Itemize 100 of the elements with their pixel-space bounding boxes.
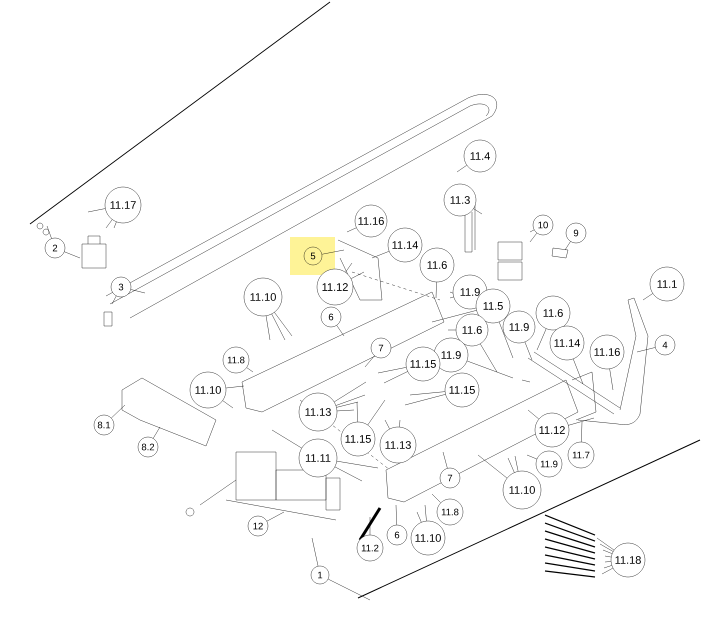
- leader-line: [312, 538, 318, 566]
- leader-line: [356, 402, 358, 422]
- leader-line: [114, 222, 117, 228]
- callout-number: 11.13: [380, 426, 416, 464]
- leader-line: [272, 430, 302, 448]
- leader-line: [604, 556, 612, 558]
- leader-line: [600, 544, 614, 552]
- callout-number: 11.15: [406, 346, 440, 382]
- leader-line: [364, 356, 375, 368]
- leader-line: [336, 402, 358, 408]
- callout-number: 11.11: [298, 438, 338, 478]
- leader-line: [604, 565, 612, 568]
- leader-line: [322, 250, 344, 254]
- callout-number: 12: [248, 516, 268, 536]
- leader-line: [526, 454, 537, 460]
- leader-line: [368, 400, 386, 426]
- leader-line: [64, 252, 80, 258]
- callout-number: 11.14: [550, 326, 584, 360]
- callout-number: 11.16: [354, 204, 388, 238]
- callout-number: 3: [110, 276, 132, 298]
- leader-line: [266, 512, 284, 522]
- callout-number: 11.10: [190, 372, 226, 408]
- leader-line: [336, 460, 378, 468]
- callout-number: 11.10: [410, 520, 446, 556]
- leader-line: [416, 512, 422, 522]
- callout-number: 11.18: [610, 542, 646, 578]
- callout-number: 11.6: [536, 296, 570, 330]
- leader-line: [346, 228, 356, 232]
- leader-line: [106, 219, 112, 228]
- leader-line: [530, 230, 534, 232]
- leader-line: [636, 347, 656, 352]
- leader-line: [222, 400, 234, 408]
- leader-line: [524, 342, 532, 360]
- leader-line: [130, 289, 146, 294]
- callout-number: 2: [44, 238, 66, 258]
- leader-line: [581, 422, 582, 442]
- leader-line: [604, 561, 612, 562]
- leader-line: [450, 296, 454, 298]
- leader-line: [334, 466, 362, 482]
- callout-number: 5: [304, 246, 322, 266]
- leader-line: [432, 494, 441, 503]
- callout-number: 11.17: [104, 186, 142, 224]
- leader-line: [424, 504, 427, 522]
- callout-number: 11.16: [590, 334, 624, 370]
- leader-line: [564, 241, 571, 250]
- callout-number: 11.15: [444, 372, 480, 408]
- callout-number: 8.2: [138, 436, 158, 458]
- callout-number: 1: [310, 566, 330, 584]
- leader-line: [442, 452, 448, 468]
- leader-line: [384, 420, 390, 430]
- leader-line: [399, 420, 400, 428]
- leader-line: [345, 262, 352, 272]
- leader-line: [378, 367, 406, 374]
- leader-line: [336, 325, 344, 336]
- leader-line: [372, 251, 390, 258]
- leader-line: [46, 226, 52, 239]
- callout-number: 11.9: [502, 310, 536, 344]
- leader-line: [226, 386, 244, 388]
- leader-line: [336, 410, 354, 412]
- callout-number: 11.9: [536, 450, 562, 478]
- callout-number: 7: [440, 468, 460, 488]
- leader-line: [246, 367, 254, 372]
- leader-line: [536, 328, 546, 350]
- leader-line: [642, 293, 653, 300]
- callout-number: 11.15: [340, 422, 376, 456]
- leader-line: [328, 578, 370, 600]
- leader-line: [568, 418, 594, 426]
- leader-line: [514, 456, 518, 472]
- leader-line: [336, 394, 366, 406]
- leader-line: [266, 316, 270, 340]
- callout-number: 11.7: [568, 442, 594, 468]
- callout-number: 11.10: [502, 470, 542, 510]
- callout-number: 11.10: [244, 278, 282, 316]
- callout-number: 7: [370, 338, 392, 358]
- leader-line: [478, 454, 508, 478]
- leader-line: [274, 312, 292, 336]
- leader-line: [410, 391, 446, 396]
- callout-number: 6: [386, 524, 408, 546]
- callout-number: 10: [532, 214, 554, 236]
- callout-number: 11.6: [420, 248, 454, 282]
- leader-line: [602, 550, 612, 554]
- leader-line: [432, 310, 477, 322]
- leader-line: [350, 272, 364, 279]
- callout-number: 11.4: [464, 140, 496, 172]
- leader-line: [153, 426, 160, 438]
- leader-line: [111, 404, 126, 418]
- leader-line: [473, 208, 482, 214]
- callout-number: 11.8: [436, 498, 464, 526]
- callout-number: 11.8: [222, 346, 250, 374]
- leader-line: [456, 165, 467, 172]
- leader-line: [112, 296, 116, 304]
- callout-number: 6: [320, 306, 342, 328]
- leader-line: [530, 232, 537, 242]
- leader-line: [528, 410, 539, 420]
- leader-line: [602, 568, 614, 574]
- callout-number: 11.3: [444, 184, 476, 216]
- callout-number: 4: [654, 334, 676, 356]
- callout-number: 11.13: [298, 392, 338, 432]
- callout-number: 9: [566, 222, 586, 244]
- callout-number: 8.1: [94, 414, 114, 436]
